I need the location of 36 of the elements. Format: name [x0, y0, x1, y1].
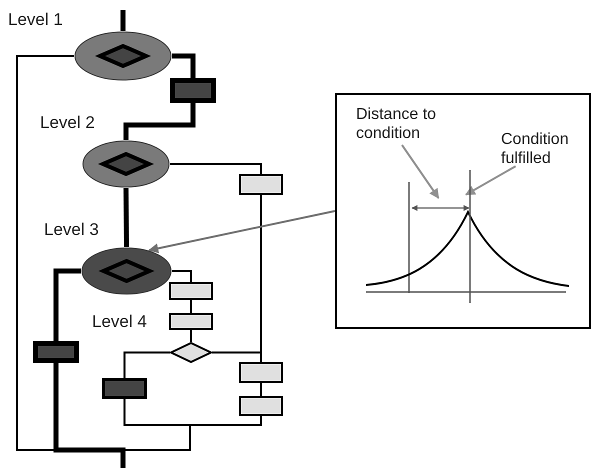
process-box [102, 378, 147, 399]
decision-ellipse [81, 247, 172, 295]
decision-ellipse [74, 31, 172, 81]
inset-panel [335, 93, 591, 329]
level-label: Level 2 [40, 113, 95, 133]
condition-line [468, 170, 472, 303]
process-box [33, 341, 79, 363]
level-label: Level 1 [8, 10, 63, 30]
process-box [170, 78, 216, 103]
process-box [169, 282, 213, 300]
decision-diamond [170, 342, 212, 363]
decision-ellipse [82, 140, 170, 188]
connector-line [120, 10, 126, 31]
process-box [169, 313, 213, 330]
connector-line [54, 268, 81, 341]
connector-line [172, 270, 192, 282]
connector-line [54, 363, 126, 468]
leader-line [401, 144, 440, 199]
connector-line [190, 300, 192, 313]
process-box [239, 396, 283, 416]
connector-line [170, 163, 262, 174]
connector-line [124, 103, 196, 140]
process-box [239, 362, 283, 383]
connector-line [124, 352, 170, 378]
level-label: Level 3 [44, 220, 99, 240]
connector-line [124, 188, 129, 248]
process-box [239, 174, 283, 195]
callout-text: Condition fulfilled [501, 130, 579, 172]
connector-line [212, 352, 262, 362]
leader-line [465, 165, 516, 196]
arrow [148, 210, 336, 254]
callout-text: Distance to condition [356, 105, 452, 147]
level-label: Level 4 [92, 312, 147, 332]
connector-line [172, 54, 196, 78]
connector-line [260, 383, 262, 396]
connector-line [190, 330, 192, 342]
